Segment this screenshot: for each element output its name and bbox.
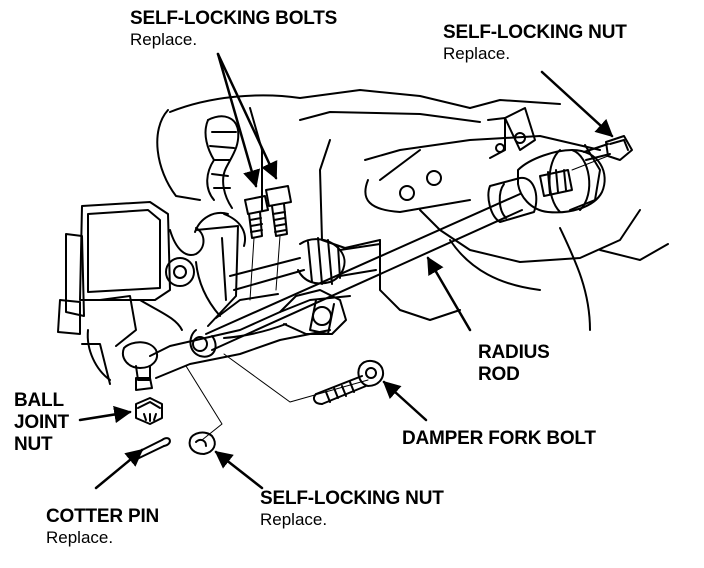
ball-joint-nut-label: BALL JOINT NUT <box>14 390 69 456</box>
assembly-lines <box>185 155 609 441</box>
ball-joint-nut-line1: BALL <box>14 390 64 411</box>
cotter-pin-label: COTTER PIN Replace. <box>46 506 159 547</box>
self-locking-nut-bottom-title: SELF-LOCKING NUT <box>260 488 444 509</box>
self-locking-nut-top-note: Replace. <box>443 43 511 63</box>
pivot-bolt <box>309 299 335 335</box>
self-locking-nut-bottom-label: SELF-LOCKING NUT Replace. <box>260 488 444 529</box>
self-locking-bolts-label: SELF-LOCKING BOLTS Replace. <box>130 8 337 49</box>
ball-joint-nut-part <box>135 397 163 425</box>
damper-fork-bolt-part <box>313 360 384 405</box>
self-locking-nut-top-part <box>583 135 633 161</box>
ball-joint-stud <box>122 341 158 391</box>
damper-fork-bolt-title: DAMPER FORK BOLT <box>402 428 596 449</box>
radius-rod-line1: RADIUS <box>478 342 550 363</box>
radius-rod-line2: ROD <box>478 363 520 385</box>
radius-rod-label: RADIUS ROD <box>478 342 550 386</box>
ball-joint-nut-line3: NUT <box>14 433 53 455</box>
cotter-pin-part <box>133 437 171 460</box>
ball-joint-nut-line2: JOINT <box>14 411 69 433</box>
self-locking-nut-top-title: SELF-LOCKING NUT <box>443 22 627 43</box>
radius-rod-shape <box>189 176 538 358</box>
self-locking-bolts-note: Replace. <box>130 29 198 49</box>
self-locking-nut-bottom-note: Replace. <box>260 509 328 529</box>
drive-shaft <box>229 237 381 291</box>
drive-shaft-boot <box>156 109 246 247</box>
cotter-pin-note: Replace. <box>46 527 114 547</box>
self-locking-bolt-left <box>244 195 269 239</box>
rear-bushing <box>517 149 606 214</box>
lower-arm <box>149 289 351 379</box>
self-locking-nut-bottom-part <box>188 431 216 455</box>
callout-arrows <box>78 52 614 490</box>
self-locking-bolts-title: SELF-LOCKING BOLTS <box>130 8 338 29</box>
frame-outline <box>169 89 669 331</box>
damper-fork-bolt-label: DAMPER FORK BOLT <box>402 428 596 450</box>
damper-fork <box>195 225 239 327</box>
knuckle-assembly <box>57 201 229 385</box>
self-locking-bolt-right <box>265 185 292 237</box>
cotter-pin-title: COTTER PIN <box>46 506 160 527</box>
self-locking-nut-top-label: SELF-LOCKING NUT Replace. <box>443 22 627 63</box>
